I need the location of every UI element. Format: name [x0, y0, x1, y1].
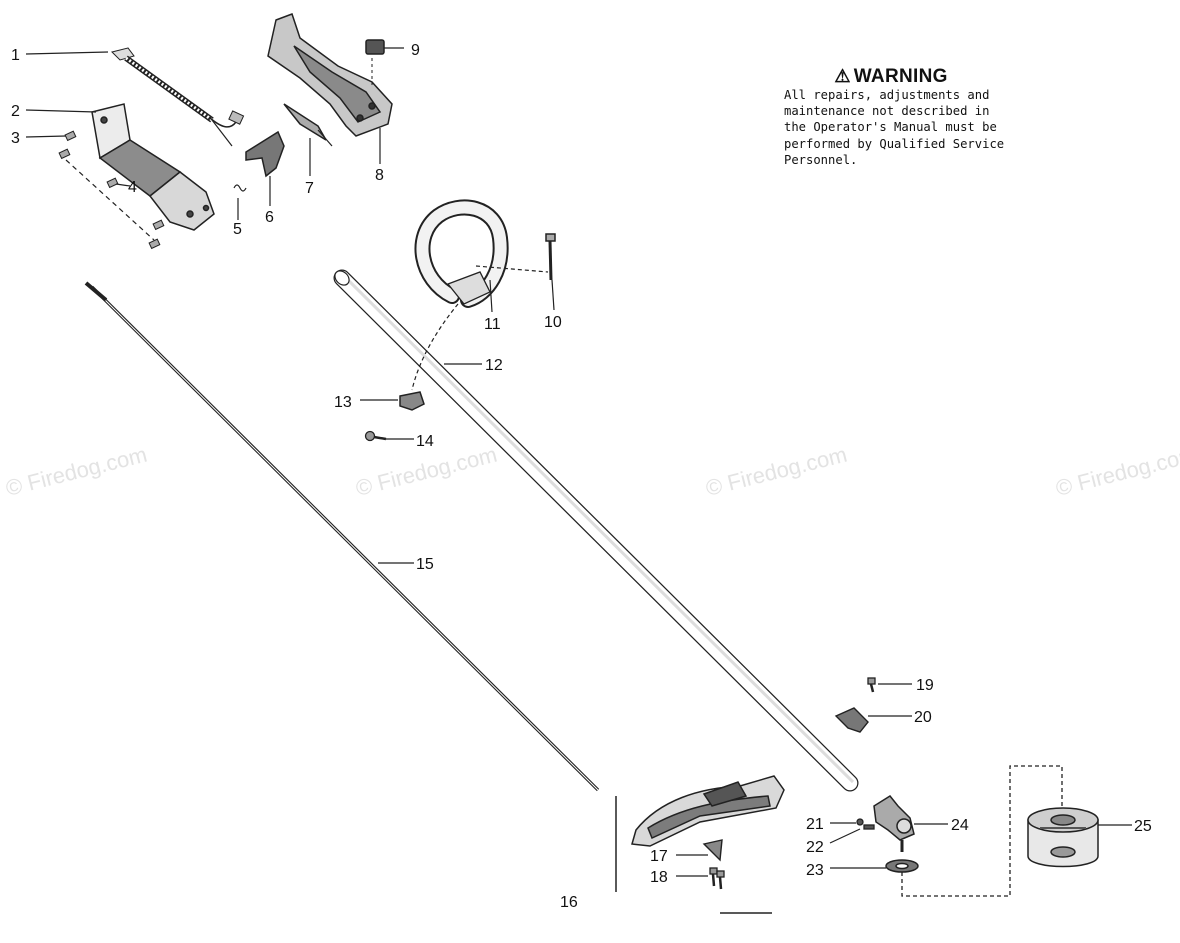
callout-2: 2 [11, 103, 20, 120]
callout-17: 17 [650, 848, 668, 865]
part-throttle-lockout [283, 103, 333, 147]
part-shaft-tube [333, 269, 859, 792]
callout-10: 10 [544, 314, 562, 331]
watermark: © Firedog.com [353, 442, 499, 501]
callout-8: 8 [375, 167, 384, 184]
part-handle-bracket [399, 303, 459, 411]
warning-notice: ⚠WARNING All repairs, adjustments and ma… [784, 66, 1014, 168]
part-trimmer-head [1027, 807, 1099, 868]
callout-22: 22 [806, 839, 824, 856]
part-drive-shaft [84, 281, 600, 792]
callout-21: 21 [806, 816, 824, 833]
watermark: © Firedog.com [1053, 442, 1180, 501]
callout-19: 19 [916, 677, 934, 694]
callout-7: 7 [305, 180, 314, 197]
watermark: © Firedog.com [703, 442, 849, 501]
callout-5: 5 [233, 221, 242, 238]
part-bolt-10 [545, 233, 556, 281]
part-gear-head [873, 795, 915, 852]
callout-3: 3 [11, 130, 20, 147]
callout-20: 20 [914, 709, 932, 726]
callout-9: 9 [411, 42, 420, 59]
warning-title: ⚠WARNING [768, 66, 1014, 88]
warning-triangle-icon: ⚠ [834, 66, 851, 86]
warning-title-text: WARNING [853, 66, 948, 87]
callout-23: 23 [806, 862, 824, 879]
callout-numbers: 1 2 3 4 5 6 7 8 9 10 11 12 13 14 15 16 1… [11, 42, 1152, 911]
part-switch [365, 39, 385, 86]
callout-24: 24 [951, 817, 969, 834]
callout-18: 18 [650, 869, 668, 886]
part-spring [233, 184, 247, 192]
part-screws-rear [58, 130, 165, 250]
watermarks: © Firedog.com © Firedog.com © Firedog.co… [3, 442, 1180, 501]
part-clamp [834, 707, 869, 733]
watermark: © Firedog.com [3, 442, 149, 501]
part-guard [615, 775, 785, 892]
part-throttle-trigger [245, 130, 285, 178]
part-bolt-19 [867, 677, 876, 693]
part-screws-18 [709, 867, 725, 890]
callout-11: 11 [484, 316, 501, 333]
part-throttle-cable [111, 47, 245, 147]
callout-15: 15 [416, 556, 434, 573]
part-nut-screw [856, 818, 875, 830]
callout-25: 25 [1134, 818, 1152, 835]
part-washer [885, 765, 1063, 897]
callout-1: 1 [11, 47, 20, 64]
warning-text: All repairs, adjustments and maintenance… [784, 88, 1005, 167]
part-loop-handle [414, 199, 549, 308]
callout-13: 13 [334, 394, 352, 411]
leader-lines [25, 47, 1132, 877]
callout-6: 6 [265, 209, 274, 226]
part-screw-14 [364, 430, 387, 442]
part-rear-handle [91, 103, 215, 231]
callout-4: 4 [128, 179, 137, 196]
callout-12: 12 [485, 357, 503, 374]
part-line-cutter [702, 839, 723, 862]
callout-16: 16 [560, 894, 578, 911]
part-handle-housing [267, 13, 393, 137]
callout-14: 14 [416, 433, 434, 450]
